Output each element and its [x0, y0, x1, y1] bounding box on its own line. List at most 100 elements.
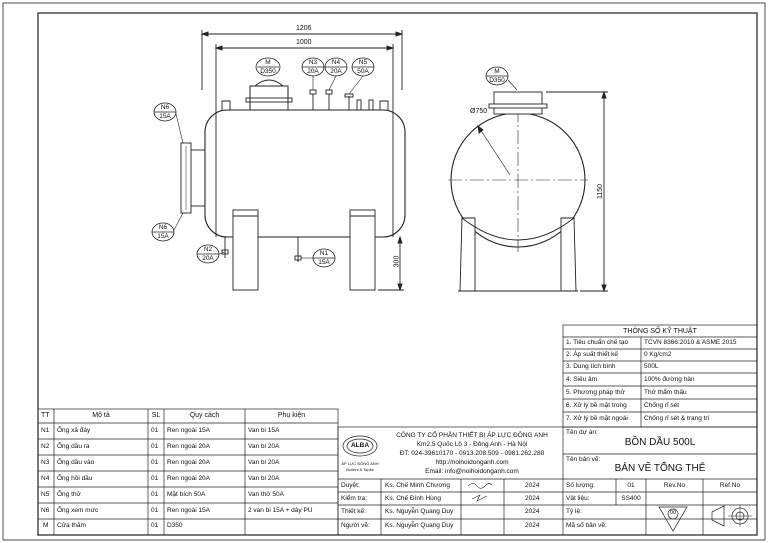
sheet-number-label: Mã số bản vẽ: [566, 522, 607, 529]
leg-right [349, 209, 376, 291]
company-name: CÔNG TY CỔ PHẦN THIẾT BỊ ÁP LỰC ĐÔNG ANH [396, 432, 548, 439]
callout-n5-size: 50A [357, 68, 369, 75]
dim-overall-length: 1206 [296, 25, 312, 32]
signoff-role: Người vẽ: [341, 522, 370, 529]
parts-cell: M [43, 522, 49, 529]
parts-cell: 01 [151, 522, 159, 529]
parts-cell: Van bi 20A [248, 443, 280, 450]
material-label: Vật liệu: [566, 495, 590, 502]
title-block-grid [337, 426, 758, 536]
company-logo-text: ALBA [350, 442, 370, 449]
parts-cell: Ren ngoài 15A [167, 427, 211, 434]
spec-value: 0 Kg/cm2 [644, 351, 672, 358]
parts-cell: N1 [41, 427, 50, 434]
company-logo-sub1: ÁP LỰC ĐÔNG ANH [341, 461, 379, 466]
callout-n5-tag: N5 [358, 59, 368, 66]
callout-n6-bottom-tag: N6 [158, 224, 168, 231]
parts-header-qty: SL [151, 412, 161, 419]
project-name: BỒN DẦU 500L [624, 437, 696, 448]
parts-cell: D350 [167, 522, 183, 529]
callout-n4-size: 20A [330, 68, 342, 75]
parts-cell: Ống dầu ra [57, 443, 90, 450]
drawing-name: BẢN VẼ TỔNG THỂ [614, 463, 706, 474]
signoff-year: 2024 [525, 495, 540, 502]
parts-cell: Mặt bích 50A [167, 491, 206, 498]
signoff-role: Thiết kế: [341, 508, 366, 515]
saddle-support [459, 217, 476, 292]
scale-label: Tỷ lệ: [566, 508, 582, 515]
signoff-year: 2024 [525, 522, 540, 529]
parts-cell: Ống xả đáy [57, 427, 91, 434]
company-phone: ĐT: 024-39610170 - 0913.208.509 - 0981.2… [399, 450, 545, 457]
rev-label: Rev.No [663, 482, 686, 489]
drawing-name-label: Tên bản vẽ: [566, 456, 601, 463]
parts-cell: Cửa thăm [57, 522, 86, 529]
callout-n2-tag: N2 [203, 246, 213, 253]
parts-cell: Van bi 20A [248, 475, 280, 482]
parts-cell: 01 [151, 459, 159, 466]
level-gauge [180, 142, 192, 214]
spec-value: 100% đường hàn [644, 376, 695, 383]
callout-n2-size: 20A [202, 255, 214, 262]
callout-n1-tag: N1 [319, 250, 329, 257]
parts-header-tt: TT [41, 412, 50, 419]
parts-cell: Ren ngoài 20A [167, 475, 211, 482]
parts-cell: Van bi 20A [248, 459, 280, 466]
parts-cell: Van bi 15A [248, 427, 280, 434]
spec-label: 5. Phương pháp thử [566, 389, 625, 396]
parts-header-spec: Quy cách [189, 412, 220, 419]
spec-value: Thử thẩm thấu [644, 389, 687, 396]
side-view [448, 90, 608, 293]
parts-cell: N6 [41, 507, 50, 514]
company-website: http://noihoidonganh.com [435, 459, 509, 466]
spec-value: TCVN 8366:2010 & ASME 2015 [644, 339, 737, 346]
parts-cell: N2 [41, 443, 50, 450]
rev-value: 00 [669, 510, 677, 516]
tank-body [204, 109, 406, 238]
spec-label: 3. Dung tích bình [566, 363, 616, 370]
callout-n3-size: 20A [307, 68, 319, 75]
signoff-year: 2024 [525, 482, 540, 489]
callout-n3-tag: N3 [308, 59, 318, 66]
qty-value: 01 [627, 482, 635, 489]
parts-header-acc: Phụ kiện [277, 412, 306, 419]
parts-cell: Ống xem mức [57, 507, 99, 514]
parts-header-desc: Mô tả [92, 412, 110, 419]
spec-label: 1. Tiêu chuẩn chế tạo [566, 339, 629, 346]
parts-cell: Ren ngoài 20A [167, 443, 211, 450]
company-address: Km2,5 Quốc Lộ 3 - Đông Anh - Hà Nội [416, 441, 528, 448]
company-logo-sub2: Boilers & Tanks [346, 467, 374, 472]
parts-cell: 01 [151, 507, 159, 514]
parts-cell: N4 [41, 475, 50, 482]
ref-label: Ref.No [719, 482, 741, 489]
signoff-role: Kiểm tra: [341, 495, 368, 502]
spec-label: 6. Xử lý bề mặt trong [566, 402, 627, 409]
spec-label: 2. Áp suất thiết kế [566, 351, 619, 358]
spec-label: 4. Siêu âm [566, 376, 598, 383]
callout-n4-tag: N4 [331, 59, 341, 66]
parts-cell: 01 [151, 491, 159, 498]
callout-n6-top-size: 15A [159, 113, 171, 120]
front-view [180, 30, 406, 292]
signoff-year: 2024 [525, 508, 540, 515]
signoff-role: Duyệt: [341, 482, 360, 489]
callout-m-top-tag: M [265, 59, 271, 66]
parts-cell: Ống dầu vào [57, 459, 95, 466]
spec-value: Chống rỉ sét [644, 402, 680, 409]
dim-body-length: 1000 [296, 39, 312, 46]
leg-left [232, 209, 259, 291]
callout-m-side-tag: M [494, 68, 500, 75]
callouts [151, 57, 509, 268]
spec-value: 500L [644, 363, 659, 370]
parts-cell: 01 [151, 475, 159, 482]
signoff-name: Ks. Chế Minh Chương [385, 482, 450, 489]
project-label: Tên dự án: [566, 429, 598, 436]
parts-cell: Ống thở [57, 491, 81, 498]
callout-n6-bottom-size: 15A [157, 233, 169, 240]
callout-n1-size: 15A [318, 259, 330, 266]
parts-cell: Ren ngoài 20A [167, 459, 211, 466]
spec-label: 7. Xử lý bề mặt ngoài [566, 415, 628, 422]
